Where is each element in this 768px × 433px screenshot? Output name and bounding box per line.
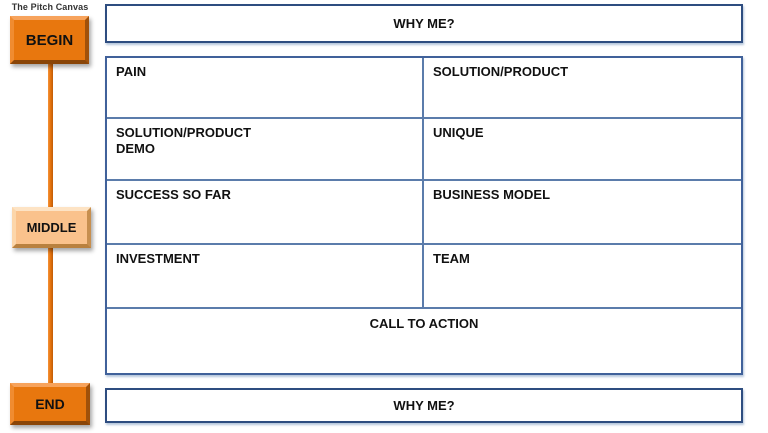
- why-me-bottom-banner: WHY ME?: [105, 388, 743, 423]
- cell-success-so-far: SUCCESS SO FAR: [107, 181, 424, 245]
- why-me-top-banner: WHY ME?: [105, 4, 743, 43]
- timeline-begin-box: BEGIN: [10, 16, 89, 64]
- timeline-middle-box: MIDDLE: [12, 207, 91, 248]
- timeline-middle-label: MIDDLE: [26, 220, 77, 235]
- timeline-begin-label: BEGIN: [25, 31, 74, 49]
- why-me-bottom-label: WHY ME?: [393, 398, 455, 413]
- cell-solution-product-demo: SOLUTION/PRODUCT DEMO: [107, 119, 424, 181]
- cell-solution-product: SOLUTION/PRODUCT: [424, 58, 741, 119]
- cell-investment: INVESTMENT: [107, 245, 424, 309]
- cell-call-to-action: CALL TO ACTION: [369, 316, 479, 331]
- canvas-grid: PAIN SOLUTION/PRODUCT SOLUTION/PRODUCT D…: [105, 56, 743, 375]
- timeline-end-box: END: [10, 383, 90, 425]
- timeline-end-label: END: [35, 396, 65, 412]
- cell-unique: UNIQUE: [424, 119, 741, 181]
- cell-pain: PAIN: [107, 58, 424, 119]
- canvas-title: The Pitch Canvas: [11, 2, 89, 12]
- cell-team: TEAM: [424, 245, 741, 309]
- cell-business-model: BUSINESS MODEL: [424, 181, 741, 245]
- why-me-top-label: WHY ME?: [393, 16, 455, 31]
